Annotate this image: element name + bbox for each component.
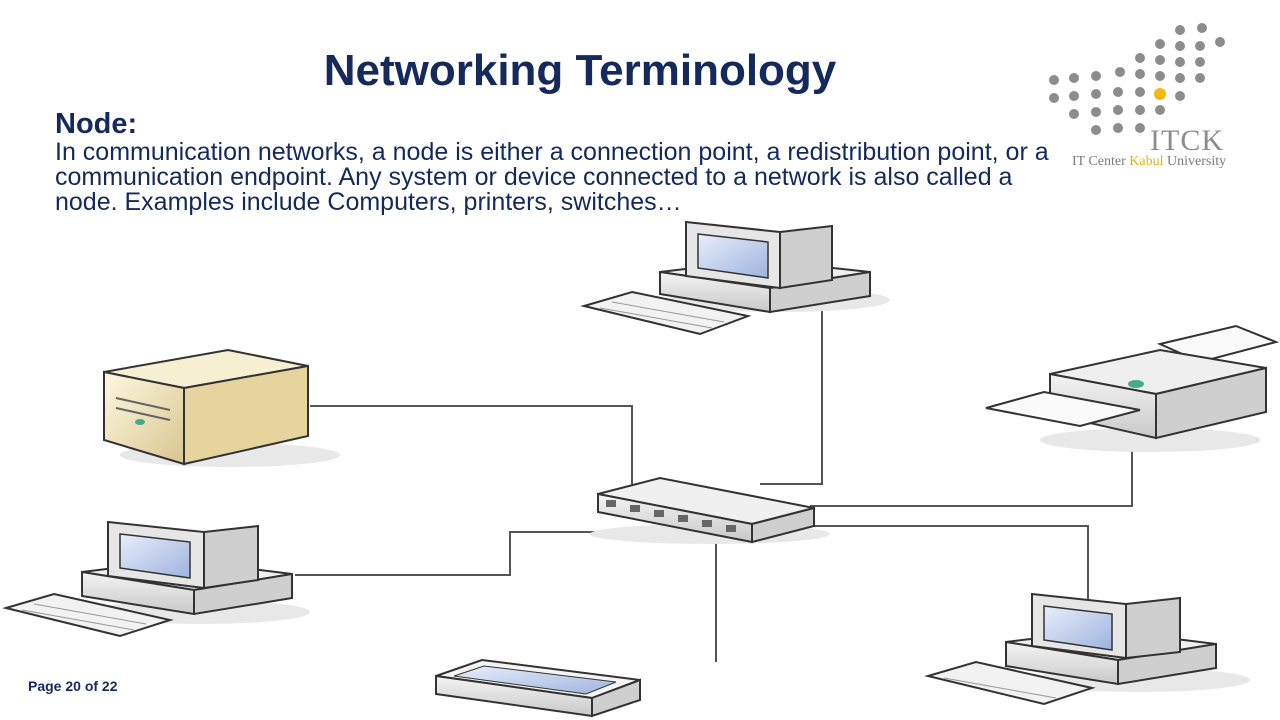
network-cables xyxy=(295,300,1133,662)
logo-sub-highlight: Kabul xyxy=(1129,154,1164,169)
computer-bottom-right-icon xyxy=(924,592,1250,706)
computer-left-icon xyxy=(2,520,310,638)
node-definition: In communication networks, a node is eit… xyxy=(55,138,1049,216)
logo-accent-dot xyxy=(1154,88,1166,100)
itck-logo xyxy=(1049,23,1225,135)
logo-sub-suffix: University xyxy=(1167,154,1227,169)
node-heading: Node: xyxy=(55,108,138,140)
scanner-icon xyxy=(435,658,641,718)
computer-top-icon xyxy=(580,220,890,336)
switch-icon xyxy=(590,476,830,544)
server-icon xyxy=(103,348,340,467)
logo-dot-grid xyxy=(1049,23,1225,135)
slide-title: Networking Terminology xyxy=(323,46,837,95)
printer-icon xyxy=(985,324,1280,452)
page-number: Page 20 of 22 xyxy=(28,678,118,694)
logo-sub-prefix: IT Center xyxy=(1072,154,1126,169)
logo-subtitle: IT Center Kabul University xyxy=(1072,154,1226,170)
logo-text: ITCK xyxy=(1150,124,1224,157)
